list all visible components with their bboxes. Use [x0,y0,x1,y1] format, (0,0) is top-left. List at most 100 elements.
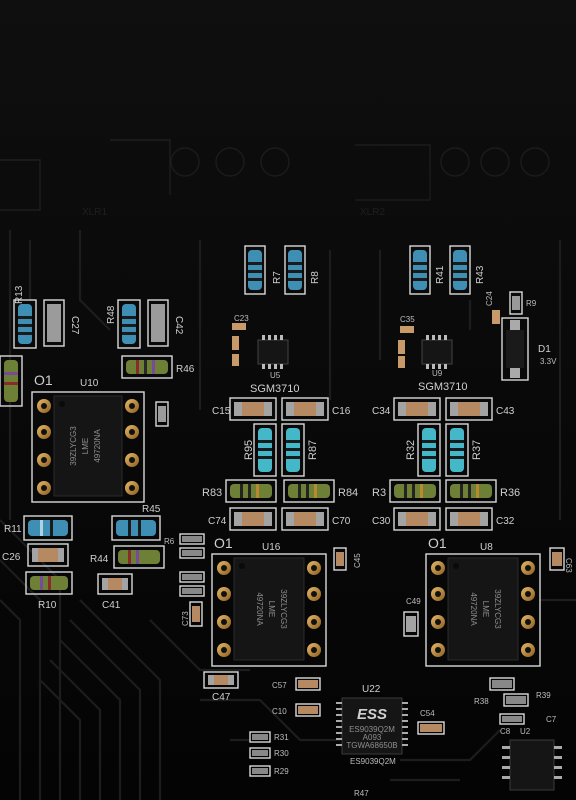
u16-pin1-label: O1 [214,535,233,551]
capacitor-c15 [229,397,277,421]
dac-silk-label: ES9039Q2M [350,757,396,766]
u9-label: U9 [432,369,443,378]
opamp-u10: 39ZLYCG3 LME 49720NA [31,391,145,503]
c35-label: C35 [400,315,415,324]
c45-label: C45 [353,553,362,568]
c23-label: C23 [234,314,249,323]
r95-label: R95 [243,440,255,460]
d1-value: 3.3V [540,357,557,366]
capacitor-c57 [295,677,321,691]
u8-marking-1: 39ZLYCG3 [493,589,502,629]
dac-marking-1: ES9039Q2M [349,725,395,734]
resistor-r46 [121,355,173,379]
c27-label: C27 [69,316,80,335]
u8-marking-2: LME [481,601,490,617]
u8-marking-3: 49720NA [469,592,478,626]
resistor-r48 [117,299,141,349]
capacitor-c34 [393,397,441,421]
dac-es9039q2m: ESS ES9039Q2M A093 TGWA68650B [336,697,408,755]
u10-pin1-label: O1 [34,372,53,388]
r38-label: R38 [474,697,489,706]
r44-label: R44 [90,554,109,565]
r37-label: R37 [471,440,483,460]
ess-logo: ESS [357,706,387,723]
capacitor-c49 [403,611,419,637]
c43-label: C43 [496,406,515,417]
capacitor-c24 [492,310,500,324]
u16-label: U16 [262,542,281,553]
r8-label: R8 [310,271,321,284]
resistors-r39-r38 [489,677,529,725]
c42-label: C42 [173,316,184,335]
capacitor-c73 [189,601,203,627]
small-caps-u5 [232,323,246,366]
u8-pin1-label: O1 [428,535,447,551]
capacitor-c54 [417,721,445,735]
dac-marking-2: A093 [363,733,382,742]
capacitor-c42 [147,299,169,347]
c7-label: C7 [546,715,557,724]
sgm-left-label: SGM3710 [250,383,300,395]
opamp-u16: 39ZLYCG3 LME 49720NA [211,553,327,667]
c63-label: C63 [564,558,573,573]
resistor-r83 [225,479,277,503]
r7-label: R7 [272,271,283,284]
r45-label: R45 [142,504,161,515]
resistor-r44 [113,545,165,569]
resistor-r84 [283,479,335,503]
r41-label: R41 [435,265,446,284]
capacitor-c43 [445,397,493,421]
r47-label: R47 [354,789,369,798]
c47-label: C47 [212,692,231,703]
r6-label: R6 [164,537,175,546]
opamp-u8: 39ZLYCG3 LME 49720NA [425,553,541,667]
r9-label: R9 [526,299,537,308]
r84-label: R84 [338,487,358,499]
r83-label: R83 [202,487,222,499]
u10-marking-2: LME [81,438,90,454]
r32-label: R32 [405,440,417,460]
ic-sgm3710-right [421,335,453,369]
capacitor-c70 [281,507,329,531]
resistor-r95 [253,423,277,477]
c10-label: C10 [272,707,287,716]
capacitor-c26 [27,543,69,567]
r3-label: R3 [372,487,386,499]
resistor-r43 [449,245,471,295]
capacitor-c10 [295,703,321,717]
u16-marking-2: LME [267,601,276,617]
sgm-right-label: SGM3710 [418,381,468,393]
c49-label: C49 [406,597,421,606]
r36-label: R36 [500,487,520,499]
u2-label: U2 [520,727,531,736]
xlr1-label: XLR1 [82,207,107,218]
c54-label: C54 [420,709,435,718]
small-resistors-bottom-left [249,731,271,777]
capacitor-c4-small [155,401,169,427]
u10-marking-1: 39ZLYCG3 [69,426,78,466]
diode-d1 [501,317,529,381]
c57-label: C57 [272,681,287,690]
r13-label: R13 [14,285,25,304]
c24-label: C24 [485,291,494,306]
capacitor-c30 [393,507,441,531]
capacitor-c74 [229,507,277,531]
resistor-r10 [25,571,73,595]
capacitor-c27 [43,299,65,347]
c26-label: C26 [2,552,21,563]
resistor-r8 [284,245,306,295]
r29-label: R29 [274,767,289,776]
ic-sgm3710-left [257,335,289,369]
xlr-connectors: XLR1 XLR2 [0,139,550,218]
r30-label: R30 [274,749,289,758]
r11-label: R11 [4,524,22,535]
resistor-r7 [244,245,266,295]
resistor-r3 [389,479,441,503]
c32-label: C32 [496,516,515,527]
c8-label: C8 [500,727,511,736]
small-caps-u9 [398,326,414,368]
capacitor-c41 [97,573,133,595]
c73-label: C73 [181,611,190,626]
u16-marking-3: 49720NA [255,592,264,626]
